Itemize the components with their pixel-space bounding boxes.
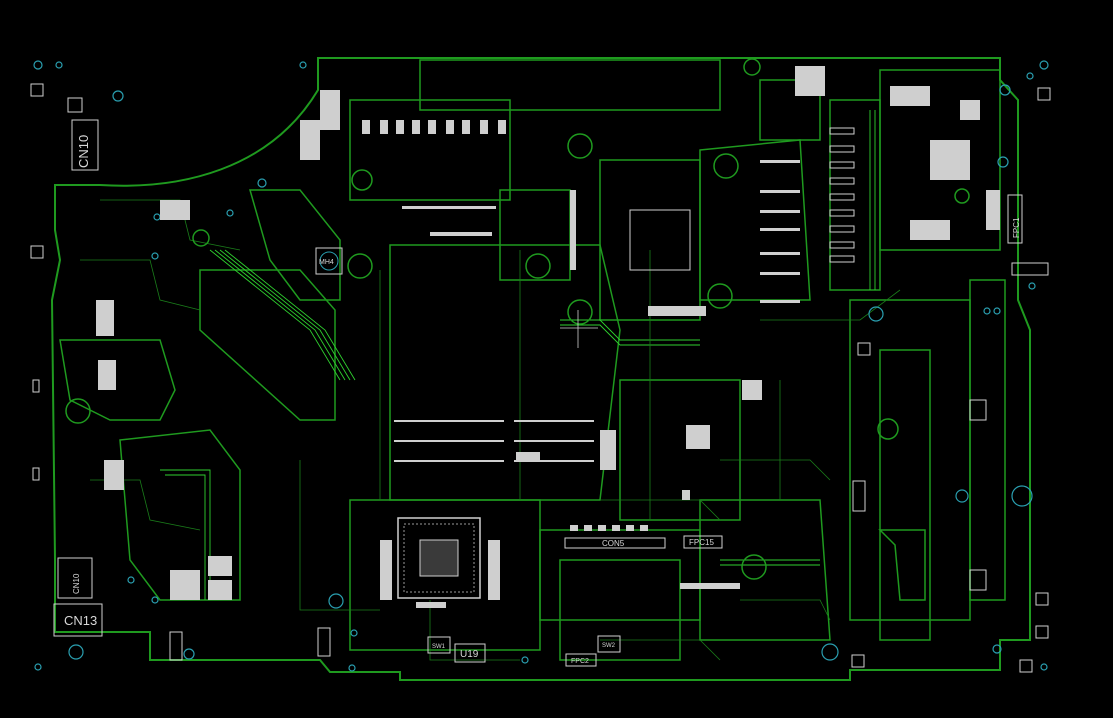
fpc2-connector: FPC2 bbox=[565, 653, 597, 667]
sw2-switch: SW2 bbox=[597, 635, 621, 653]
fpc1-connector: FPC1 bbox=[1007, 194, 1023, 244]
mh4-label: MH4 bbox=[319, 259, 334, 266]
crosshair-cursor bbox=[560, 310, 598, 348]
board-outline bbox=[50, 57, 1031, 681]
vias bbox=[33, 60, 1049, 672]
thin-traces bbox=[80, 199, 901, 661]
copper-regions bbox=[59, 59, 1006, 661]
con5-connector: CON5 bbox=[564, 537, 666, 549]
cpu-bga bbox=[397, 517, 481, 599]
fpc15-connector: FPC15 bbox=[683, 535, 723, 549]
cn10-bottom-label: CN10 bbox=[72, 573, 81, 594]
mh4-marker: MH4 bbox=[315, 247, 343, 275]
edge-pad-symbols bbox=[30, 83, 1051, 673]
cn13-connector: CN13 bbox=[53, 603, 103, 637]
con5-label: CON5 bbox=[602, 539, 625, 548]
fpc2-label: FPC2 bbox=[571, 658, 589, 665]
cn13-label: CN13 bbox=[64, 613, 97, 628]
trace-bundles bbox=[160, 110, 876, 600]
component-pads bbox=[96, 66, 1000, 608]
sw2-label: SW2 bbox=[602, 643, 616, 649]
fpc1-label: FPC1 bbox=[1012, 217, 1021, 238]
u19-component: U19 bbox=[454, 643, 486, 663]
fpc15-label: FPC15 bbox=[689, 538, 714, 547]
cn10-bottom-connector: CN10 bbox=[57, 557, 93, 599]
cn10-top-connector: CN10 bbox=[71, 119, 99, 171]
sw1-switch: SW1 bbox=[427, 636, 451, 654]
sw1-label: SW1 bbox=[432, 644, 446, 650]
large-holes bbox=[65, 58, 970, 580]
cn10-top-label: CN10 bbox=[76, 135, 91, 168]
u19-label: U19 bbox=[460, 649, 479, 660]
